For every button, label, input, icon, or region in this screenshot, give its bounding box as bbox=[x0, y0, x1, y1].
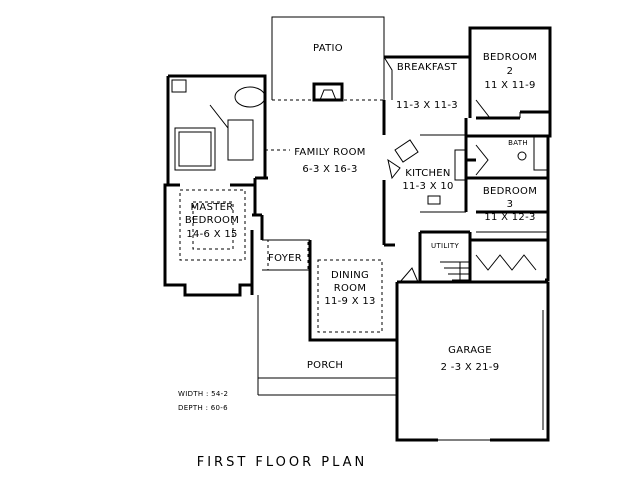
porch-label: PORCH bbox=[307, 360, 343, 371]
overall-dimensions: WIDTH : 54-2 DEPTH : 60-6 bbox=[178, 390, 228, 412]
plan-title: FIRST FLOOR PLAN bbox=[197, 455, 368, 470]
bedroom3-size: 11 X 12-3 bbox=[484, 212, 535, 223]
plan-details bbox=[171, 56, 549, 441]
stairs bbox=[440, 261, 470, 282]
width-dimension: WIDTH : 54-2 bbox=[178, 390, 228, 398]
utility-label: UTILITY bbox=[431, 242, 460, 250]
family-room-size: 6-3 X 16-3 bbox=[302, 164, 357, 175]
interior-walls bbox=[168, 100, 548, 284]
breakfast-label: BREAKFAST bbox=[397, 62, 458, 73]
patio-label: PATIO bbox=[313, 43, 343, 54]
bedroom3-label: BEDROOM bbox=[483, 186, 537, 197]
kitchen-size: 11-3 X 10 bbox=[402, 181, 453, 192]
room-labels: PATIO BREAKFAST 11-3 X 11-3 BEDROOM 2 11… bbox=[185, 43, 537, 373]
bedroom3-number: 3 bbox=[507, 199, 514, 210]
dining-label-2: ROOM bbox=[334, 283, 367, 294]
kitchen-label: KITCHEN bbox=[405, 168, 450, 179]
dining-label-1: DINING bbox=[331, 270, 369, 281]
bedroom2-number: 2 bbox=[507, 66, 514, 77]
depth-dimension: DEPTH : 60-6 bbox=[178, 404, 228, 412]
foyer-label: FOYER bbox=[268, 253, 302, 264]
master-label-1: MASTER bbox=[191, 202, 234, 213]
bedroom2-size: 11 X 11-9 bbox=[484, 80, 535, 91]
master-size: 14-6 X 15 bbox=[186, 229, 237, 240]
garage-label: GARAGE bbox=[448, 345, 492, 356]
breakfast-size: 11-3 X 11-3 bbox=[396, 100, 458, 111]
bedroom2-label: BEDROOM bbox=[483, 52, 537, 63]
garage-size: 2 -3 X 21-9 bbox=[441, 362, 500, 373]
master-label-2: BEDROOM bbox=[185, 215, 239, 226]
exterior-walls bbox=[163, 16, 552, 442]
dining-size: 11-9 X 13 bbox=[324, 296, 375, 307]
bath-label: BATH bbox=[508, 139, 528, 147]
family-room-label: FAMILY ROOM bbox=[294, 147, 365, 158]
